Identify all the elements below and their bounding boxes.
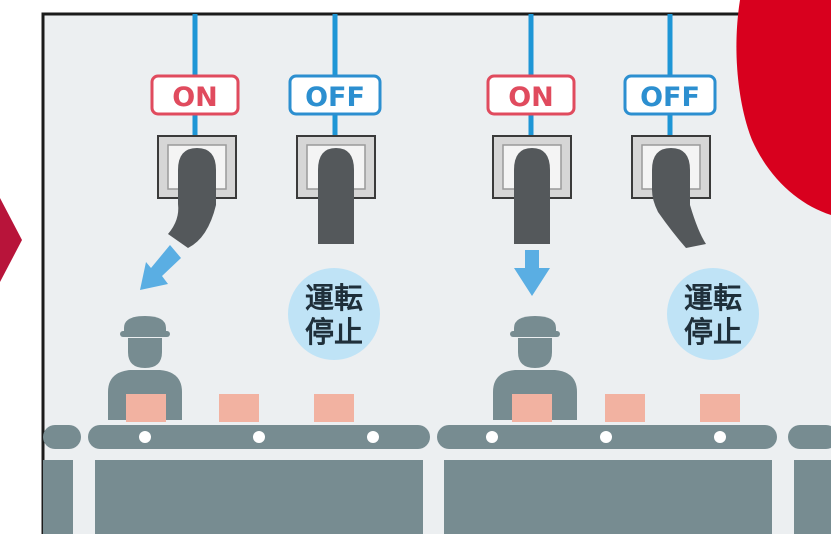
stop-bubble (288, 268, 380, 360)
roller (486, 431, 498, 443)
switch-lever-bent (652, 148, 706, 248)
stop-bubble (667, 268, 759, 360)
roller (139, 431, 151, 443)
roller (600, 431, 612, 443)
stop-bubble-line1: 運転 (684, 281, 742, 315)
stop-bubble-line2: 停止 (305, 315, 363, 349)
arrow-down-icon (514, 250, 550, 296)
package (219, 394, 259, 422)
conveyor-belt-segment (43, 425, 81, 449)
switch-1: ON (140, 74, 240, 290)
stop-bubble-line2: 停止 (684, 315, 742, 349)
switch-label-box (288, 74, 382, 116)
stop-bubble-line1: 運転 (305, 281, 363, 315)
worker-icon (108, 316, 182, 422)
package (605, 394, 645, 422)
roller (253, 431, 265, 443)
red-corner-shape (736, 0, 831, 215)
roller (367, 431, 379, 443)
switch-label-box (150, 74, 240, 116)
switch-3: ON (486, 74, 576, 296)
switch-label-box (623, 74, 717, 116)
conveyor-belt-segment (788, 425, 831, 449)
switch-label: ON (508, 82, 554, 113)
switch-label: OFF (640, 82, 700, 113)
switch-label-box (486, 74, 576, 116)
conveyor-base (794, 460, 831, 534)
chevron-right-icon (0, 198, 22, 282)
arrow-down-icon (140, 245, 181, 290)
conveyor-base (444, 460, 772, 534)
switch-2: OFF 運転 停止 (288, 74, 382, 360)
worker-icon (493, 316, 577, 422)
switch-lever-off (318, 148, 354, 244)
package (314, 394, 354, 422)
roller (714, 431, 726, 443)
switch-lever-on (514, 148, 550, 244)
packages (219, 394, 740, 422)
switch-label: OFF (305, 82, 365, 113)
belt-rollers (139, 431, 726, 443)
switch-lever-on (168, 148, 216, 248)
switch-label: ON (172, 82, 218, 113)
switch-4: OFF 運転 停止 (623, 74, 759, 360)
conveyor-base (95, 460, 423, 534)
package (700, 394, 740, 422)
conveyor-base (43, 460, 73, 534)
